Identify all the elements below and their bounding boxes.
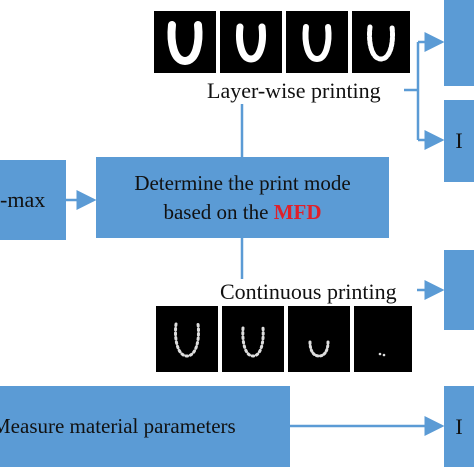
right-bottom-box: I bbox=[444, 386, 474, 467]
continuous-thumbnail-4 bbox=[354, 306, 412, 372]
continuous-thumbnail-2 bbox=[222, 306, 284, 372]
layerwise-thumbnail-4 bbox=[352, 11, 410, 73]
measure-material-text: Measure material parameters bbox=[0, 414, 236, 438]
print-mode-line-2: based on the MFD bbox=[163, 198, 321, 227]
continuous-thumbnail-3 bbox=[288, 306, 350, 372]
right-mid-box-text: I bbox=[455, 128, 463, 153]
continuous-printing-label: Continuous printing bbox=[218, 279, 399, 305]
layerwise-printing-label: Layer-wise printing bbox=[205, 78, 383, 104]
continuous-thumbnail-1 bbox=[156, 306, 218, 372]
layerwise-thumbnail-1 bbox=[154, 11, 216, 73]
print-mode-box: Determine the print mode based on the MF… bbox=[96, 157, 389, 238]
mfd-highlight: MFD bbox=[273, 199, 322, 224]
right-continuous-box bbox=[444, 250, 474, 330]
layerwise-thumbnail-3 bbox=[286, 11, 348, 73]
measure-material-box: Measure material parameters bbox=[0, 386, 290, 467]
print-mode-line-1: Determine the print mode bbox=[134, 170, 351, 195]
left-partial-box-text: -max bbox=[0, 187, 46, 212]
right-mid-box: I bbox=[444, 100, 474, 182]
right-bottom-box-text: I bbox=[455, 413, 463, 439]
print-mode-line-2-prefix: based on the bbox=[163, 199, 274, 224]
right-top-box bbox=[444, 0, 474, 86]
left-partial-box: -max bbox=[0, 160, 66, 240]
layerwise-thumbnail-2 bbox=[220, 11, 282, 73]
